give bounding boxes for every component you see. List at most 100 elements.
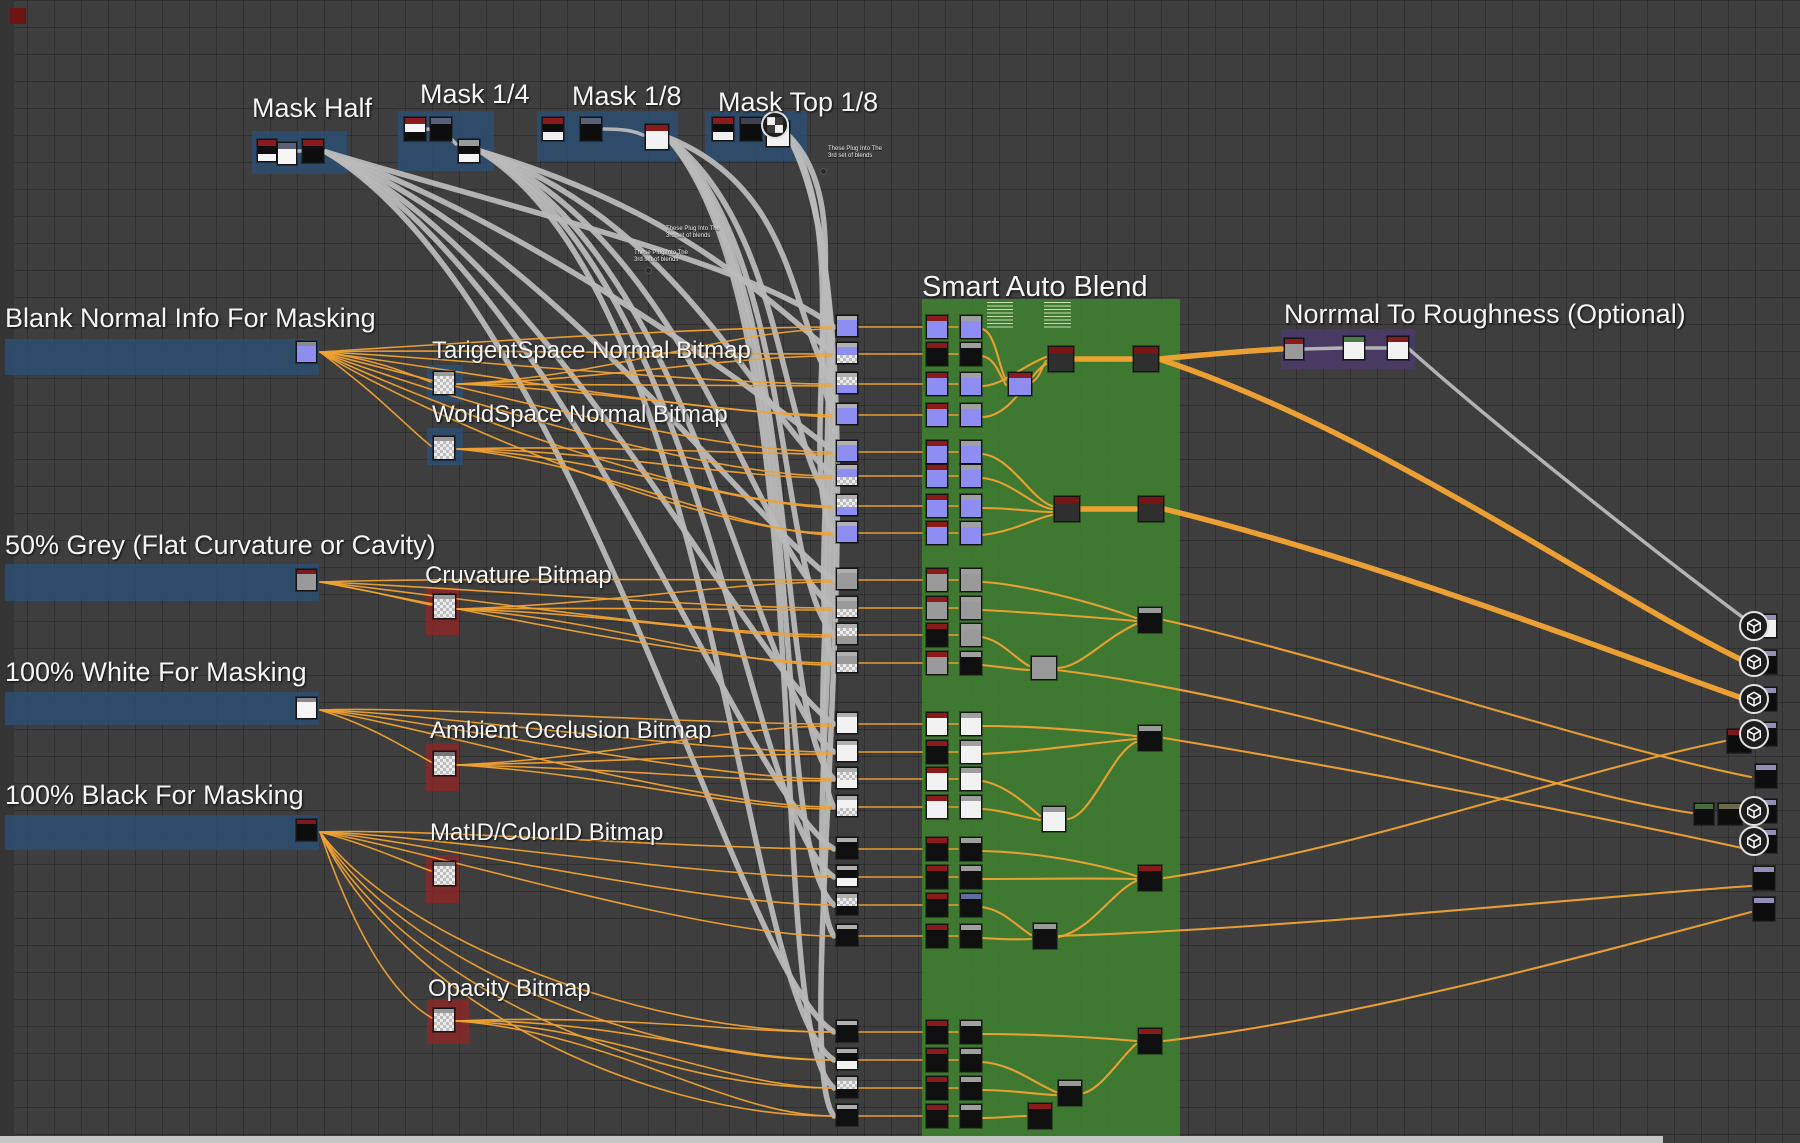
right-green-node-1[interactable]	[1694, 803, 1714, 825]
mask-half-node-1[interactable]	[257, 139, 277, 162]
colB-node[interactable]	[926, 342, 948, 366]
colA-node[interactable]	[836, 837, 858, 859]
colB-node[interactable]	[926, 596, 948, 620]
colC-node[interactable]	[960, 342, 982, 366]
normals-sub-blend-node[interactable]	[1008, 372, 1032, 396]
colB-node[interactable]	[926, 372, 948, 396]
colC-node[interactable]	[960, 837, 982, 861]
colC-node[interactable]	[960, 568, 982, 592]
colB-node[interactable]	[926, 893, 948, 917]
black100-frame[interactable]	[5, 815, 319, 850]
colB-node[interactable]	[926, 464, 948, 488]
colA-node[interactable]	[836, 1104, 858, 1126]
colB-node[interactable]	[926, 403, 948, 427]
colB-node[interactable]	[926, 623, 948, 647]
ntr-node-3[interactable]	[1387, 336, 1409, 360]
mask-eighth-node-3[interactable]	[645, 124, 669, 150]
view-output-cube-icon[interactable]	[1739, 647, 1769, 677]
curvature-blend-node-2[interactable]	[1031, 656, 1057, 680]
colC-node[interactable]	[960, 372, 982, 396]
ao-bitmap-node[interactable]	[433, 751, 456, 776]
ws-blend-node-1[interactable]	[1054, 496, 1080, 522]
colC-node[interactable]	[960, 1048, 982, 1072]
colB-node[interactable]	[926, 865, 948, 889]
colB-node[interactable]	[926, 1076, 948, 1100]
colB-node[interactable]	[926, 568, 948, 592]
ws-blend-node-2[interactable]	[1138, 496, 1164, 522]
blank-normal-frame[interactable]	[5, 339, 319, 375]
mask-half-node-2[interactable]	[277, 142, 297, 165]
opacity-bitmap-node[interactable]	[433, 1008, 455, 1032]
colB-node[interactable]	[926, 767, 948, 791]
colA-node[interactable]	[836, 596, 858, 618]
colB-node[interactable]	[926, 521, 948, 545]
mask-quarter-node-2[interactable]	[430, 117, 452, 141]
matid-blend-node-2[interactable]	[1033, 923, 1057, 949]
colA-node[interactable]	[836, 712, 858, 734]
view-output-cube-icon[interactable]	[1739, 826, 1769, 856]
colA-node[interactable]	[836, 623, 858, 645]
tangentspace-bitmap-node[interactable]	[433, 371, 455, 395]
mask-quarter-node-3[interactable]	[458, 139, 480, 163]
colA-node[interactable]	[836, 1048, 858, 1070]
ts-blend-node-1[interactable]	[1048, 346, 1074, 372]
colB-node[interactable]	[926, 795, 948, 819]
colC-node[interactable]	[960, 315, 982, 339]
colC-node[interactable]	[960, 403, 982, 427]
colC-node[interactable]	[960, 440, 982, 464]
colA-node[interactable]	[836, 372, 858, 394]
colC-node[interactable]	[960, 651, 982, 675]
worldspace-bitmap-node[interactable]	[433, 436, 455, 460]
white100-frame[interactable]	[5, 692, 319, 725]
colC-node[interactable]	[960, 494, 982, 518]
output-node-8[interactable]	[1753, 866, 1775, 890]
output-node-5[interactable]	[1755, 764, 1777, 788]
colC-node[interactable]	[960, 740, 982, 764]
ao-blend-node-2[interactable]	[1042, 806, 1066, 832]
black100-node[interactable]	[296, 819, 317, 841]
colA-node[interactable]	[836, 568, 858, 590]
colB-node[interactable]	[926, 712, 948, 736]
colB-node[interactable]	[926, 837, 948, 861]
colA-node[interactable]	[836, 494, 858, 516]
colB-node[interactable]	[926, 740, 948, 764]
view-output-cube-icon[interactable]	[1739, 796, 1769, 826]
colA-node[interactable]	[836, 342, 858, 364]
right-green-node-2[interactable]	[1718, 803, 1742, 825]
colA-node[interactable]	[836, 1076, 858, 1098]
view-output-cube-icon[interactable]	[1739, 611, 1769, 641]
colC-node[interactable]	[960, 795, 982, 819]
colA-node[interactable]	[836, 521, 858, 543]
colA-node[interactable]	[836, 893, 858, 915]
colC-node[interactable]	[960, 464, 982, 488]
colC-node[interactable]	[960, 1104, 982, 1128]
opacity-blend-node-3[interactable]	[1028, 1103, 1052, 1129]
colB-node[interactable]	[926, 1020, 948, 1044]
colA-node[interactable]	[836, 795, 858, 817]
colC-node[interactable]	[960, 767, 982, 791]
output-node-9[interactable]	[1753, 897, 1775, 921]
colC-node[interactable]	[960, 596, 982, 620]
colC-node[interactable]	[960, 712, 982, 736]
colB-node[interactable]	[926, 1104, 948, 1128]
ao-blend-node-1[interactable]	[1138, 725, 1162, 751]
mask-quarter-node-1[interactable]	[404, 117, 426, 141]
colA-node[interactable]	[836, 865, 858, 887]
colA-node[interactable]	[836, 440, 858, 462]
colC-node[interactable]	[960, 865, 982, 889]
colA-node[interactable]	[836, 740, 858, 762]
ts-blend-node-2[interactable]	[1133, 346, 1159, 372]
colA-node[interactable]	[836, 403, 858, 425]
curvature-bitmap-node[interactable]	[433, 594, 456, 619]
colC-node[interactable]	[960, 893, 982, 917]
colA-node[interactable]	[836, 315, 858, 337]
checkerboard-preview-icon[interactable]	[761, 111, 789, 139]
colA-node[interactable]	[836, 924, 858, 946]
colC-node[interactable]	[960, 1076, 982, 1100]
mask-eighth-node-1[interactable]	[542, 117, 564, 141]
opacity-blend-node-1[interactable]	[1138, 1028, 1162, 1054]
colA-node[interactable]	[836, 767, 858, 789]
white100-node[interactable]	[296, 697, 317, 719]
colA-node[interactable]	[836, 651, 858, 673]
